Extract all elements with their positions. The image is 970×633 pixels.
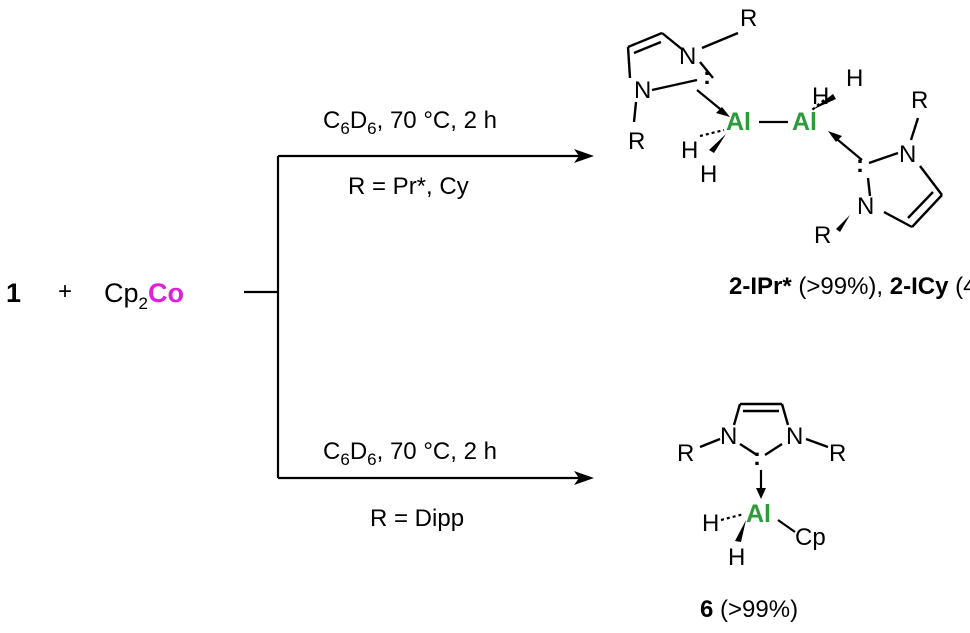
carbene-dots: : — [753, 444, 761, 471]
atom-al: Al — [746, 500, 771, 528]
atom-n: N — [786, 423, 803, 450]
atom-r: R — [911, 87, 928, 114]
lower-r-groups: R = Dipp — [370, 505, 464, 532]
atom-n: N — [899, 141, 916, 168]
upper-arrowhead — [574, 149, 594, 163]
atom-al: Al — [726, 108, 751, 136]
compound-1-label: 1 — [6, 278, 21, 308]
lower-arrowhead — [574, 471, 594, 485]
cp-text: Cp — [104, 278, 139, 308]
atom-n: N — [720, 423, 737, 450]
atom-cp: Cp — [795, 524, 826, 551]
product-2-yields: 2-IPr* (>99%), 2-ICy (45%) — [729, 273, 970, 300]
atom-r: R — [814, 222, 831, 249]
product-6-yield: 6 (>99%) — [700, 596, 798, 623]
cp-subscript: 2 — [139, 294, 148, 313]
atom-h: H — [700, 161, 717, 188]
atom-r: R — [829, 440, 846, 467]
atom-r: R — [740, 5, 757, 32]
atom-al: Al — [792, 108, 817, 136]
product-2-structure: N N R R : Al Al H H H H : N N R R — [626, 5, 943, 249]
atom-h: H — [728, 544, 745, 571]
atom-h: H — [702, 510, 719, 537]
atom-n: N — [634, 77, 651, 104]
carbene-dots: : — [703, 63, 711, 90]
cobalt-symbol: Co — [148, 278, 184, 308]
upper-conditions: C6D6, 70 °C, 2 h — [323, 107, 497, 138]
atom-r: R — [628, 128, 645, 155]
atom-h: H — [846, 65, 863, 92]
lower-conditions: C6D6, 70 °C, 2 h — [323, 438, 497, 469]
branch-arrows — [244, 149, 594, 485]
atom-n: N — [679, 43, 696, 70]
carbene-dots: : — [856, 151, 864, 178]
cobaltocene-label: Cp2Co — [104, 278, 184, 313]
atom-h: H — [812, 83, 829, 110]
plus-sign: + — [58, 278, 72, 305]
product-6-structure: N N R R : Al H H Cp — [677, 402, 846, 571]
atom-h: H — [681, 137, 698, 164]
atom-r: R — [677, 440, 694, 467]
upper-r-groups: R = Pr*, Cy — [348, 173, 469, 200]
atom-n: N — [857, 193, 874, 220]
